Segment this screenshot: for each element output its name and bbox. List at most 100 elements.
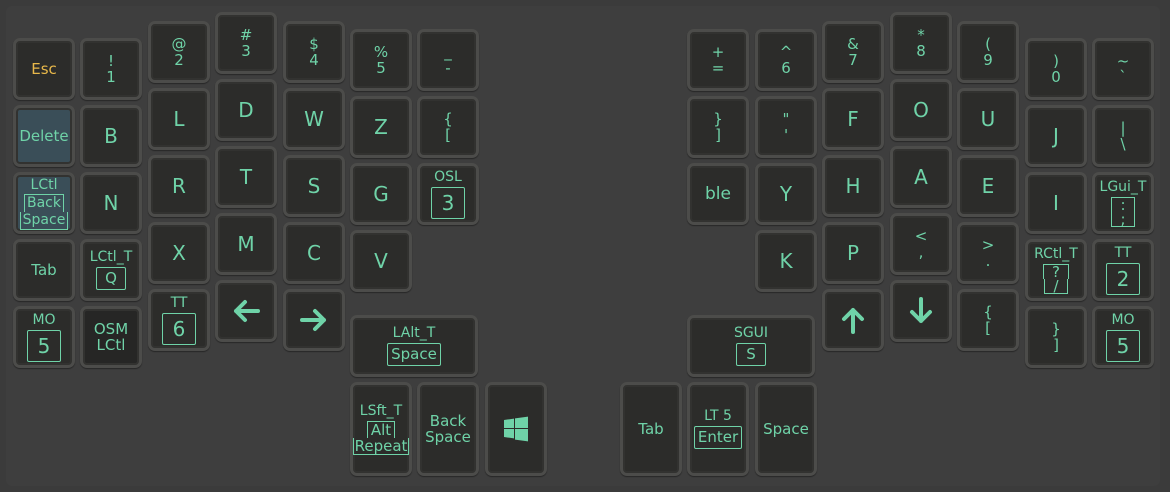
- key-0[interactable]: ) 0: [1025, 38, 1087, 100]
- key-label: S: [307, 174, 321, 198]
- key-n[interactable]: N: [80, 172, 142, 234]
- key-tab[interactable]: Tab: [13, 239, 75, 301]
- key-label: O: [913, 98, 929, 122]
- key-shift-label: *: [917, 26, 925, 44]
- key-right-bracket[interactable]: } ]: [687, 96, 749, 158]
- key-tap-label: Space: [387, 343, 441, 366]
- key-up-arrow[interactable]: [822, 289, 884, 351]
- key-5[interactable]: % 5: [350, 29, 412, 91]
- key-u[interactable]: U: [957, 88, 1019, 150]
- key-shift-label: |: [1120, 119, 1126, 137]
- key-comma[interactable]: < ,: [890, 213, 952, 275]
- key-v[interactable]: V: [350, 230, 412, 292]
- key-lt5-enter[interactable]: LT 5 Enter: [687, 382, 749, 476]
- key-lgui-semicolon[interactable]: LGui_T : ;: [1092, 172, 1154, 234]
- key-z[interactable]: Z: [350, 96, 412, 158]
- key-m[interactable]: M: [215, 213, 277, 275]
- key-label: 0: [1051, 68, 1061, 86]
- key-left-arrow[interactable]: [215, 280, 277, 342]
- key-8[interactable]: * 8: [890, 12, 952, 74]
- key-h[interactable]: H: [822, 155, 884, 217]
- key-delete[interactable]: Delete: [13, 105, 75, 167]
- key-tt-6[interactable]: TT 6: [148, 289, 210, 351]
- arrow-left-icon: [232, 299, 260, 323]
- key-r[interactable]: R: [148, 155, 210, 217]
- key-l[interactable]: L: [148, 88, 210, 150]
- key-k[interactable]: K: [755, 230, 817, 292]
- key-label: ]: [1053, 336, 1059, 354]
- key-rctl-slash[interactable]: RCtl_T ? /: [1025, 239, 1087, 301]
- key-label: Space: [763, 420, 809, 438]
- key-t[interactable]: T: [215, 146, 277, 208]
- key-mo-5-right[interactable]: MO 5: [1092, 306, 1154, 368]
- key-windows[interactable]: [485, 382, 547, 476]
- key-shift-label: ): [1053, 52, 1059, 70]
- key-4[interactable]: $ 4: [283, 21, 345, 83]
- key-i[interactable]: I: [1025, 172, 1087, 234]
- key-label: C: [307, 241, 321, 265]
- key-s[interactable]: S: [283, 155, 345, 217]
- key-y[interactable]: Y: [755, 163, 817, 225]
- key-6[interactable]: ^ 6: [755, 29, 817, 91]
- key-tap-label: Enter: [693, 426, 743, 449]
- key-d[interactable]: D: [215, 79, 277, 141]
- key-right-arrow[interactable]: [283, 289, 345, 351]
- key-tt-2[interactable]: TT 2: [1092, 239, 1154, 301]
- key-a[interactable]: A: [890, 146, 952, 208]
- key-g[interactable]: G: [350, 163, 412, 225]
- key-o[interactable]: O: [890, 79, 952, 141]
- key-tap-label-2: Space: [19, 211, 69, 230]
- key-ble[interactable]: ble: [687, 163, 749, 225]
- key-j[interactable]: J: [1025, 105, 1087, 167]
- key-9[interactable]: ( 9: [957, 21, 1019, 83]
- key-label: U: [980, 107, 996, 131]
- key-quote[interactable]: " ': [755, 96, 817, 158]
- key-lalt-space[interactable]: LAlt_T Space: [350, 315, 478, 377]
- key-tap-label: /: [1044, 278, 1068, 294]
- key-x[interactable]: X: [148, 222, 210, 284]
- key-backspace[interactable]: Back Space: [417, 382, 479, 476]
- key-right-brace-right[interactable]: } ]: [1025, 306, 1087, 368]
- key-period[interactable]: > .: [957, 222, 1019, 284]
- key-p[interactable]: P: [822, 222, 884, 284]
- key-minus[interactable]: _ -: [417, 29, 479, 91]
- key-f[interactable]: F: [822, 88, 884, 150]
- key-2[interactable]: @ 2: [148, 21, 210, 83]
- key-tab-right[interactable]: Tab: [620, 382, 682, 476]
- key-1[interactable]: ! 1: [80, 38, 142, 100]
- key-lctl-q[interactable]: LCtl_T Q: [80, 239, 142, 301]
- key-hold-label: LT 5: [704, 408, 732, 424]
- key-equals[interactable]: + =: [687, 29, 749, 91]
- key-down-arrow[interactable]: [890, 280, 952, 342]
- key-left-brace-right[interactable]: { [: [957, 289, 1019, 351]
- key-label: Delete: [19, 127, 69, 145]
- key-backslash[interactable]: | \: [1092, 105, 1154, 167]
- key-grave[interactable]: ~ `: [1092, 38, 1154, 100]
- key-osl-3[interactable]: OSL 3: [417, 163, 479, 225]
- key-e[interactable]: E: [957, 155, 1019, 217]
- key-hold-label: LCtl: [30, 176, 58, 193]
- key-lctl-backspace[interactable]: LCtl Back Space: [13, 172, 75, 234]
- key-c[interactable]: C: [283, 222, 345, 284]
- key-left-brace[interactable]: { [: [417, 96, 479, 158]
- key-tap-label: 2: [1106, 262, 1140, 295]
- key-space[interactable]: Space: [755, 382, 817, 476]
- key-hold-label: SGUI: [733, 325, 769, 341]
- key-sgui-s[interactable]: SGUI S: [687, 315, 815, 377]
- key-label: 9: [983, 51, 993, 69]
- key-lsft-alt-repeat[interactable]: LSft_T Alt Repeat: [350, 382, 412, 476]
- key-3[interactable]: # 3: [215, 12, 277, 74]
- key-shift-label: }: [1051, 320, 1061, 338]
- key-osm-lctl[interactable]: OSM LCtl: [80, 306, 142, 368]
- key-label: ,: [918, 243, 924, 261]
- key-label: A: [914, 165, 928, 189]
- key-label: ]: [715, 126, 721, 144]
- key-7[interactable]: & 7: [822, 21, 884, 83]
- key-shift-label: $: [309, 35, 319, 53]
- key-hold-label: MO: [32, 311, 56, 328]
- key-b[interactable]: B: [80, 105, 142, 167]
- key-mo-5[interactable]: MO 5: [13, 306, 75, 368]
- key-esc[interactable]: Esc: [13, 38, 75, 100]
- key-label: B: [104, 124, 118, 148]
- key-w[interactable]: W: [283, 88, 345, 150]
